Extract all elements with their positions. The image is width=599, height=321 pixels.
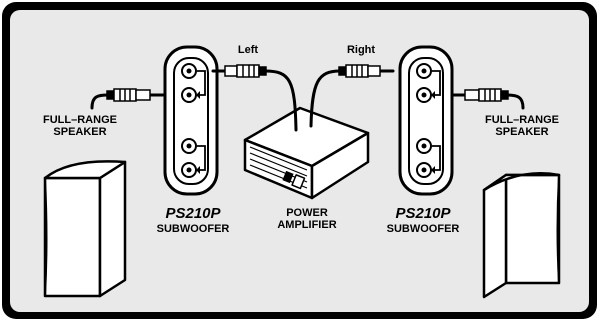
label-left: Left	[237, 44, 259, 56]
amp-knob	[282, 170, 294, 184]
jack-left-1	[181, 63, 197, 79]
label-sub-left-type: SUBWOOFER	[156, 223, 230, 235]
label-speaker-right-line1: FULL–RANGE	[485, 114, 559, 126]
plug-left-amp	[224, 64, 267, 78]
power-amplifier	[243, 106, 370, 200]
jack-left-3	[181, 138, 197, 154]
label-speaker-right-line2: SPEAKER	[495, 126, 549, 138]
plug-right-amp	[338, 64, 381, 78]
full-range-speaker-right	[482, 172, 561, 299]
label-amplifier-line1: POWER	[286, 207, 328, 219]
amp-knob	[291, 174, 306, 190]
jack-right-3	[416, 138, 432, 154]
jack-left-4	[181, 162, 197, 178]
jack-right-4	[416, 162, 432, 178]
subwoofer-panel-left	[163, 45, 219, 196]
jack-right-1	[416, 63, 432, 79]
jack-right-2	[416, 87, 432, 103]
label-amplifier-line2: AMPLIFIER	[277, 219, 337, 231]
label-right: Right	[346, 44, 376, 56]
jack-left-2	[181, 87, 197, 103]
subwoofer-panel-right	[398, 45, 454, 196]
cables	[90, 69, 525, 132]
full-range-speaker-left	[43, 160, 127, 298]
plug-left-speaker	[106, 88, 151, 102]
label-sub-right-type: SUBWOOFER	[386, 223, 460, 235]
label-sub-right-model: PS210P	[395, 205, 451, 222]
label-sub-left-model: PS210P	[165, 205, 221, 222]
label-speaker-left-line1: FULL–RANGE	[43, 114, 117, 126]
label-speaker-left-line2: SPEAKER	[53, 126, 107, 138]
plug-right-speaker	[464, 88, 509, 102]
